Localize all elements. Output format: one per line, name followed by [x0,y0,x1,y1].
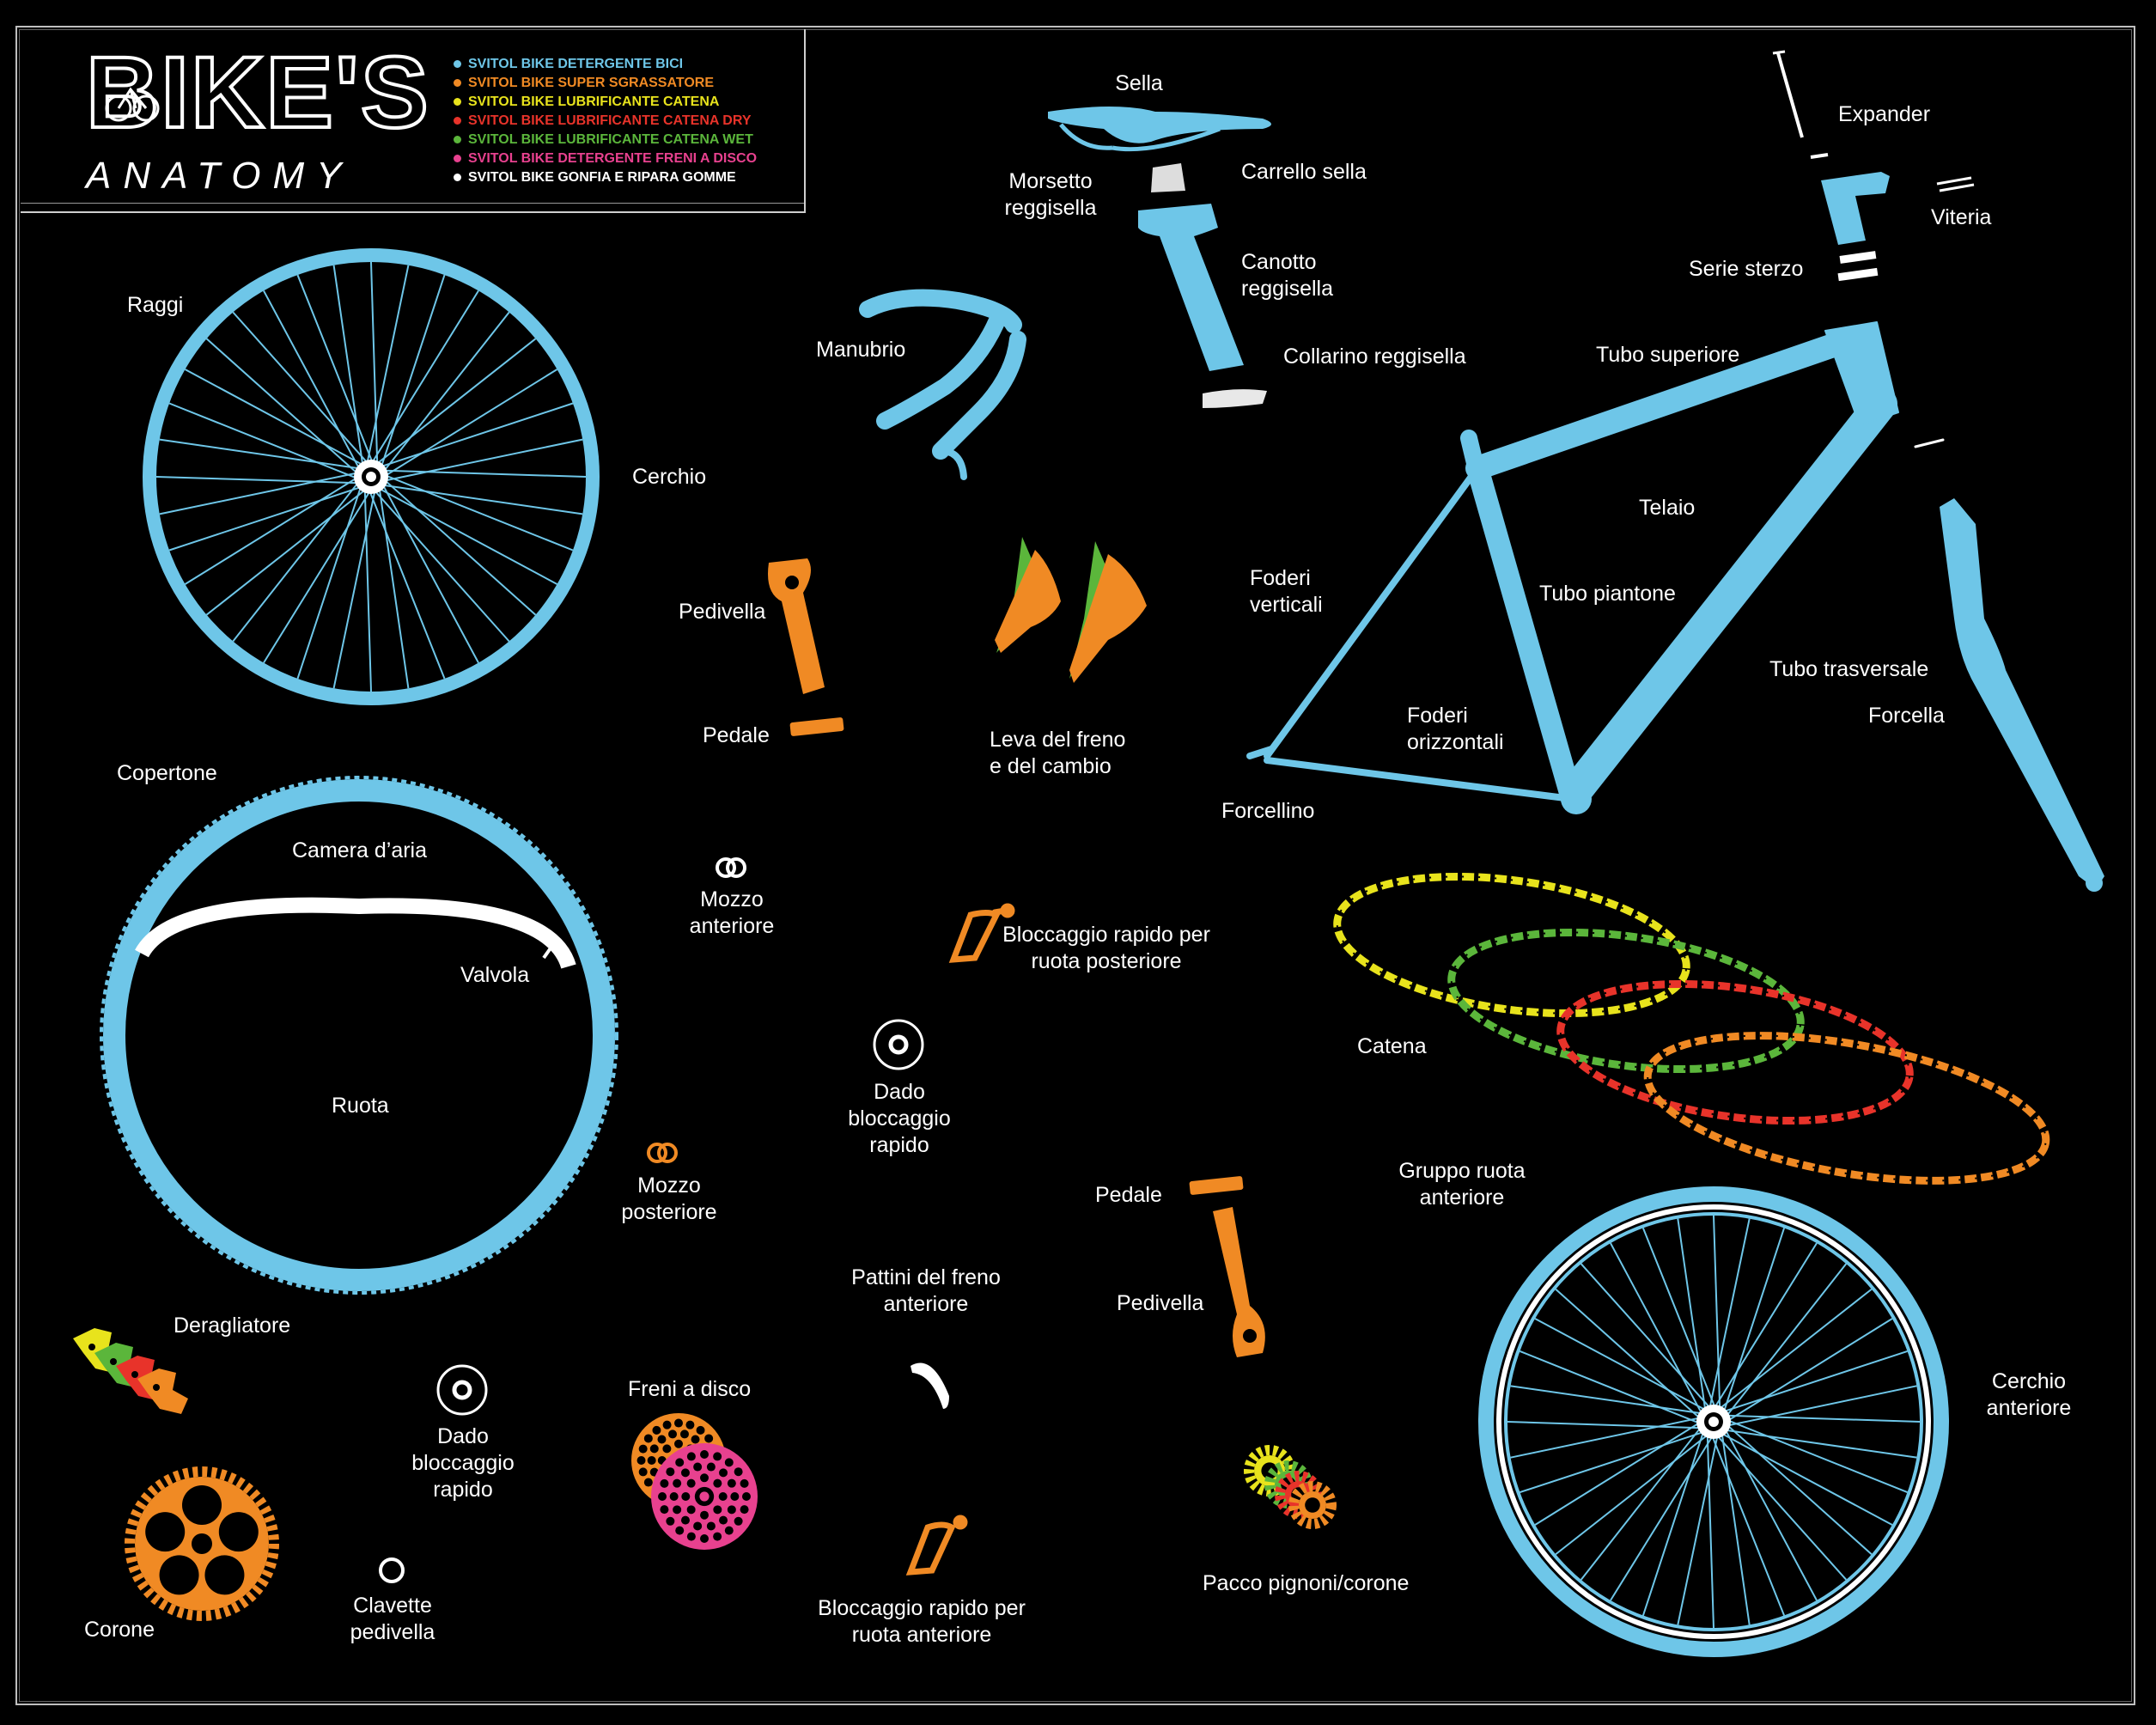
legend-item-7: SVITOL BIKE GONFIA E RIPARA GOMME [454,168,757,187]
label-freni-disco: Freni a disco [628,1377,752,1401]
pedal-icon [789,717,844,736]
legend-dot [454,60,461,69]
disc-brake-icon [631,1413,758,1550]
product-legend: SVITOL BIKE DETERGENTE BICI SVITOL BIKE … [454,55,757,187]
derailleur-icon [73,1328,188,1414]
label-dado-bottom: Dado bloccaggio rapido [411,1424,515,1502]
chainring-icon [125,1466,279,1621]
label-cerchio-anteriore: Cerchio anteriore [1986,1369,2072,1420]
label-valvola: Valvola [460,963,530,987]
inner-frame [19,29,2132,1702]
outer-frame [15,26,2135,1705]
label-pedale-top: Pedale [703,723,770,747]
label-pedivella-bottom: Pedivella [1117,1291,1204,1315]
label-pedivella-top: Pedivella [679,600,766,624]
legend-dot [454,136,461,144]
brake-lever-icon [995,537,1147,683]
label-foderi-orizzontali: Foderi orizzontali [1407,704,1504,754]
label-mozzo-anteriore: Mozzo anteriore [689,887,775,938]
label-expander: Expander [1838,102,1931,126]
label-viteria: Viteria [1931,205,1992,229]
label-canotto: Canotto reggisella [1241,250,1334,301]
nut-icon [379,1019,924,1583]
label-forcellino: Forcellino [1221,799,1315,823]
wheel-icon [143,248,600,705]
label-tubo-trasversale: Tubo trasversale [1769,657,1929,681]
label-manubrio: Manubrio [816,338,906,362]
brake-pad-icon [911,1362,949,1409]
label-bloccaggio-posteriore: Bloccaggio rapido per ruota posteriore [1002,923,1210,973]
label-dado-mid: Dado bloccaggio rapido [848,1080,951,1157]
label-raggi: Raggi [127,293,184,317]
legend-item-2: SVITOL BIKE SUPER SGRASSATORE [454,74,757,93]
stem-icon [1772,50,1975,282]
legend-item-3: SVITOL BIKE LUBRIFICANTE CATENA [454,93,757,112]
legend-item-4: SVITOL BIKE LUBRIFICANTE CATENA DRY [454,112,757,131]
frame-icon [1246,321,1945,814]
label-ruota: Ruota [332,1094,389,1118]
label-telaio: Telaio [1639,496,1696,520]
label-corone: Corone [84,1618,155,1642]
label-carrello: Carrello sella [1241,160,1367,184]
label-pacco-pignoni: Pacco pignoni/corone [1203,1571,1410,1595]
title-box [21,29,806,213]
title-main: BIKE'S [84,36,430,149]
label-collarino: Collarino reggisella [1283,344,1466,369]
label-camera: Camera d’aria [292,838,428,862]
label-mozzo-posteriore: Mozzo posteriore [621,1173,717,1224]
label-copertone: Copertone [117,761,217,785]
label-sella: Sella [1115,71,1163,95]
fork-icon [1940,498,2104,892]
label-foderi-verticali: Foderi verticali [1250,566,1323,617]
label-pattini: Pattini del freno anteriore [851,1265,1001,1316]
legend-dot [454,98,461,107]
crank-icon [1189,1176,1265,1357]
tire-icon [100,776,618,1295]
label-serie-sterzo: Serie sterzo [1689,257,1804,281]
label-cerchio: Cerchio [632,465,707,489]
label-gruppo-ruota: Gruppo ruota anteriore [1398,1159,1526,1210]
label-deragliatore: Deragliatore [174,1314,291,1338]
label-catena: Catena [1357,1034,1427,1058]
seatpost-icon [1138,163,1267,408]
legend-dot [454,174,461,182]
saddle-icon [1048,107,1271,152]
label-pedale-bottom: Pedale [1095,1183,1162,1207]
title-divider [21,203,804,204]
label-clavette: Clavette pedivella [350,1594,435,1644]
cassette-icon [1244,1445,1337,1529]
legend-item-5: SVITOL BIKE LUBRIFICANTE CATENA WET [454,131,757,149]
title-sub: ANATOMY [86,155,354,197]
handlebar-icon [859,289,1026,480]
crank-icon [768,558,825,694]
label-bloccaggio-anteriore: Bloccaggio rapido per ruota anteriore [818,1596,1026,1647]
legend-dot [454,155,461,163]
legend-dot [454,117,461,125]
wheel-icon [1478,1186,1949,1657]
legend-item-6: SVITOL BIKE DETERGENTE FRENI A DISCO [454,149,757,168]
chain-icon [1333,872,2050,1185]
legend-dot [454,79,461,88]
label-forcella: Forcella [1868,704,1945,728]
legend-item-1: SVITOL BIKE DETERGENTE BICI [454,55,757,74]
bike-logo-icon [105,87,160,122]
label-tubo-superiore: Tubo superiore [1596,343,1740,367]
label-leva: Leva del freno e del cambio [990,728,1126,778]
hub-icon [647,857,746,1163]
quick-release-icon [905,903,1015,1576]
label-morsetto: Morsetto reggisella [1004,169,1097,220]
label-tubo-piantone: Tubo piantone [1539,582,1676,606]
